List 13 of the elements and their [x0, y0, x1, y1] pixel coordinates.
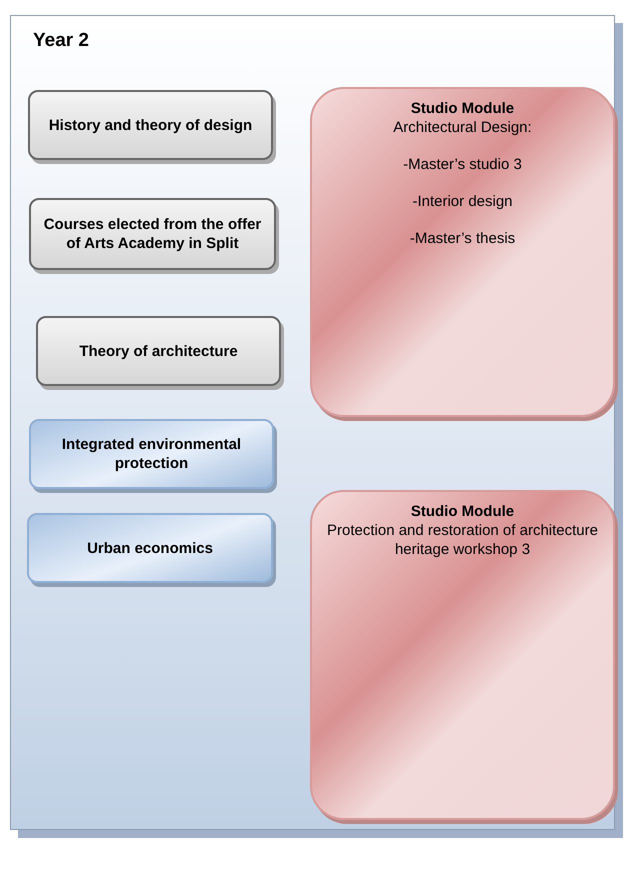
course-name: Urban economics	[87, 538, 213, 558]
module-heading: Studio Module	[410, 502, 514, 521]
module-heading: Studio Module	[410, 99, 514, 118]
module-text: Protection and restoration of architecture heritage workshop 3	[326, 521, 599, 559]
course-name: Integrated environmental protection	[60, 435, 242, 473]
course-name: History and theory of design	[48, 116, 252, 134]
module-text: -Interior design	[412, 192, 513, 211]
panel-title: Year 2	[33, 30, 89, 52]
course-name: Courses elected from the offer of Arts Academy in Split	[42, 215, 262, 253]
module-text: -Master’s studio 3	[403, 155, 522, 174]
module-text: Architectural Design:	[393, 118, 532, 137]
course-name: Theory of architecture	[79, 342, 238, 360]
module-text: -Master’s thesis	[410, 229, 516, 248]
